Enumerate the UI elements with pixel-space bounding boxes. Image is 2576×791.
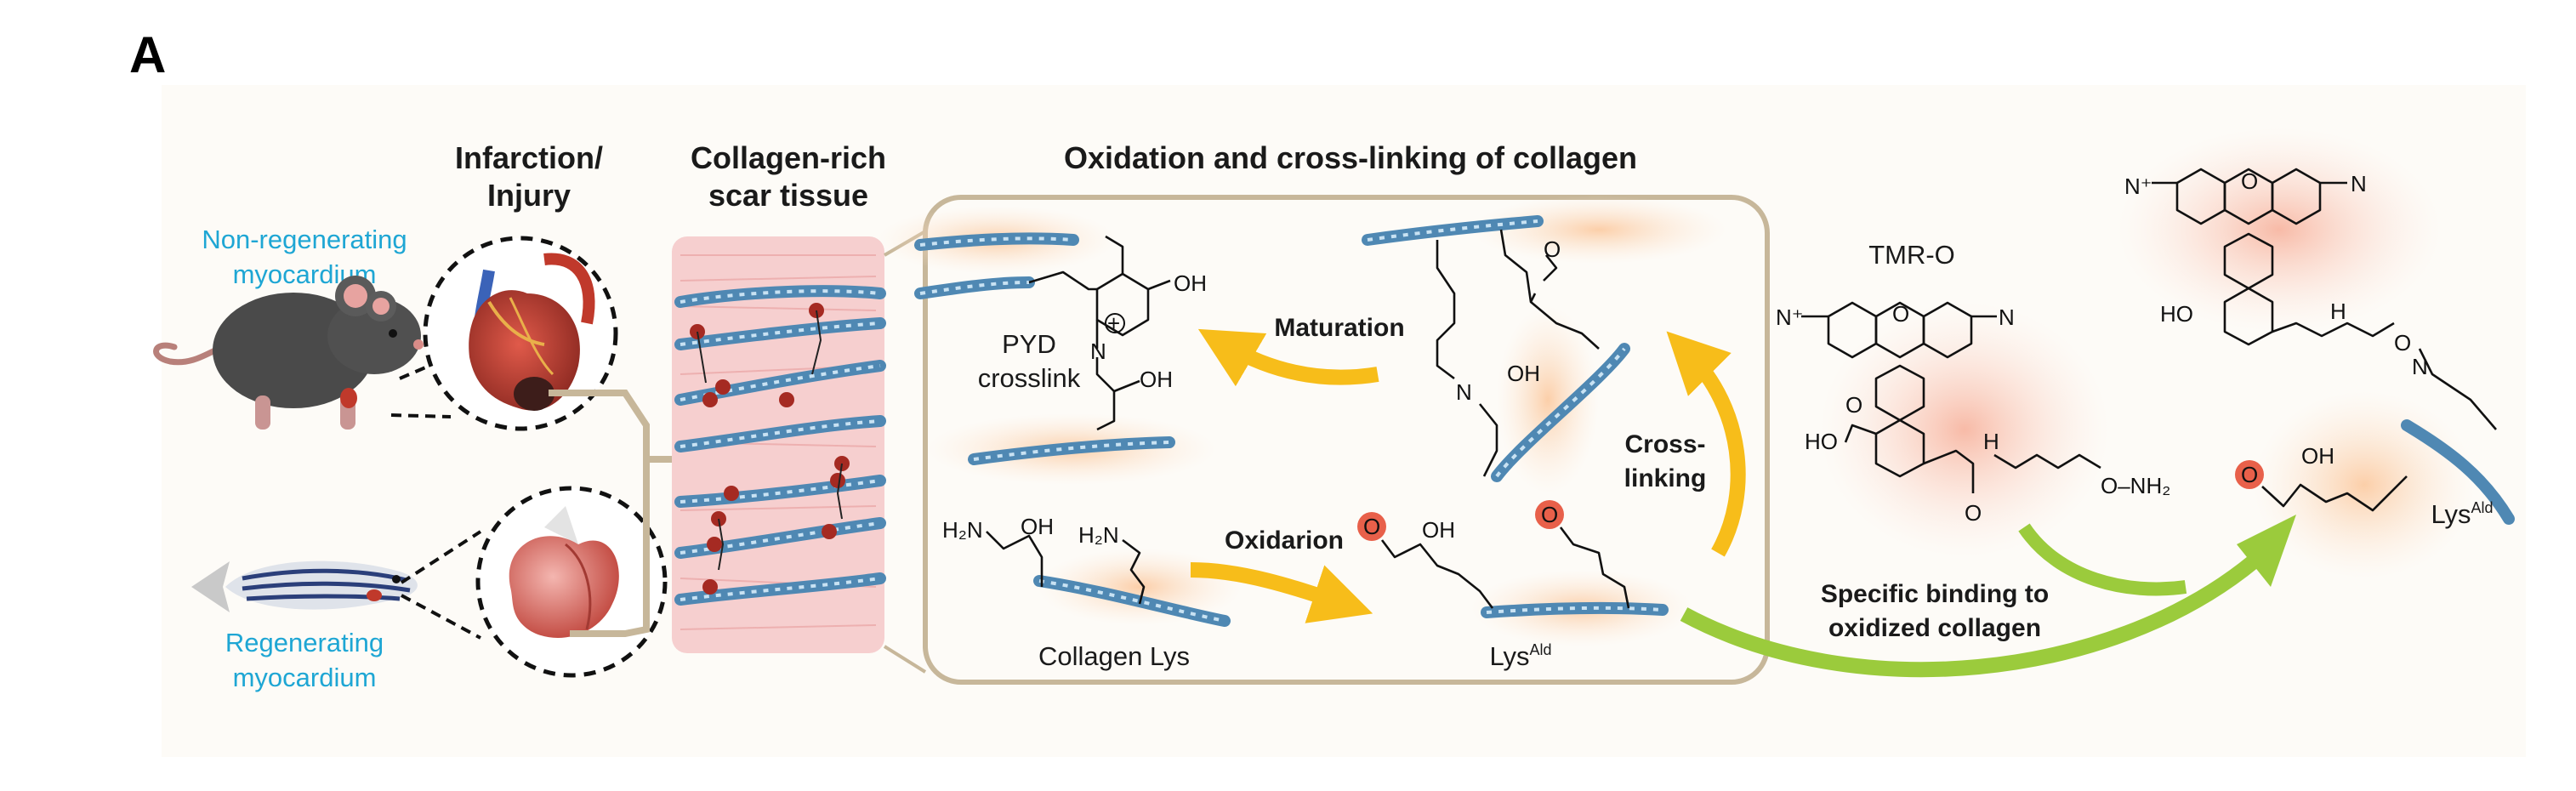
scar-title-line1: Collagen-rich bbox=[691, 140, 886, 175]
tmr-o2-atom: O bbox=[1845, 392, 1862, 418]
imine-n-atom: N bbox=[1456, 379, 1472, 405]
imine-o-atom: O bbox=[1544, 236, 1561, 262]
mouse-heart-icon bbox=[423, 236, 618, 431]
tmr-n-plus-atom: N⁺ bbox=[1776, 304, 1804, 330]
binding-arrow bbox=[1680, 555, 2259, 678]
binding-label-line1: Specific binding to bbox=[1821, 580, 2049, 608]
pyd-label-line2: crosslink bbox=[978, 363, 1081, 393]
ald2-o-atom: O bbox=[1541, 502, 1558, 527]
ald1-o-atom: O bbox=[1363, 514, 1380, 539]
bound-n-plus-atom: N⁺ bbox=[2124, 174, 2152, 199]
bound-lys-ald-structure: O OH bbox=[2235, 443, 2408, 512]
fish-label-line1: Regenerating bbox=[225, 628, 384, 657]
pyd-oh-atom: OH bbox=[1174, 270, 1207, 296]
pyd-oh2-atom: OH bbox=[1140, 367, 1173, 392]
tmr-to-binding-arrow bbox=[2018, 523, 2187, 596]
maturation-arrow bbox=[1197, 328, 1379, 387]
bound-ald-oh-atom: OH bbox=[2301, 443, 2334, 469]
mouse-icon bbox=[153, 276, 424, 430]
tmr-ho-atom: HO bbox=[1805, 429, 1838, 454]
tmr-o-bound-structure: N⁺ N O HO H O N bbox=[2124, 168, 2497, 430]
bound-o2-atom: O bbox=[2394, 330, 2411, 356]
scar-tissue-block bbox=[672, 236, 886, 653]
imine-oh-atom: OH bbox=[1507, 361, 1540, 386]
tmr-n-atom: N bbox=[1999, 304, 2015, 330]
bound-ald-o-atom: O bbox=[2241, 462, 2258, 487]
collagen-lys-structure: H₂N OH H₂N bbox=[942, 514, 1146, 605]
oxidation-label: Oxidarion bbox=[1225, 526, 1344, 555]
tmr-o-label: TMR-O bbox=[1868, 240, 1955, 270]
oxidation-title: Oxidation and cross-linking of collagen bbox=[1064, 140, 1637, 175]
infarction-title-line2: Injury bbox=[487, 178, 571, 213]
fish-label-line2: myocardium bbox=[233, 663, 377, 692]
zebrafish-heart-icon bbox=[475, 486, 668, 678]
crosslinking-arrow bbox=[1666, 331, 1746, 557]
heart-scar-connector bbox=[549, 390, 650, 637]
mouse-label-line1: Non-regenerating bbox=[202, 225, 407, 254]
pyd-label-line1: PYD bbox=[1002, 329, 1056, 359]
bound-lys-ald-label: LysAld bbox=[2431, 499, 2493, 529]
collagen-lys-label: Collagen Lys bbox=[1038, 641, 1190, 671]
scar-title-line2: scar tissue bbox=[708, 178, 868, 213]
bound-ho-atom: HO bbox=[2160, 301, 2193, 327]
imine-crosslink-structure: N OH O bbox=[1436, 229, 1600, 477]
lys2-h2n-atom: H₂N bbox=[1078, 522, 1119, 548]
tmr-o-structure: N⁺ N O HO O O H O–NH₂ bbox=[1776, 301, 2170, 526]
bound-n2-atom: N bbox=[2412, 354, 2428, 379]
pyd-crosslink-structure: OH N + OH bbox=[1028, 235, 1207, 431]
pyd-n-atom: N bbox=[1090, 339, 1106, 364]
binding-label-line2: oxidized collagen bbox=[1828, 614, 2041, 642]
oxidation-box bbox=[923, 195, 1770, 685]
panel-label: A bbox=[129, 26, 167, 83]
pyd-plus-atom: + bbox=[1107, 310, 1120, 336]
zebrafish-icon bbox=[191, 561, 418, 612]
bound-h-atom: H bbox=[2330, 299, 2346, 324]
crosslinking-label-line1: Cross- bbox=[1624, 430, 1705, 458]
tmr-o3-atom: O bbox=[1965, 500, 1982, 526]
maturation-label: Maturation bbox=[1274, 314, 1404, 342]
infarction-title-line1: Infarction/ bbox=[455, 140, 603, 175]
lys-ald-label: LysAld bbox=[1489, 641, 1551, 671]
bound-n-atom: N bbox=[2351, 171, 2367, 196]
lys1-oh-atom: OH bbox=[1021, 514, 1054, 539]
ald1-oh-atom: OH bbox=[1422, 517, 1455, 543]
oxidation-arrow bbox=[1190, 562, 1373, 623]
bound-o-atom: O bbox=[2241, 168, 2258, 194]
tmr-onh2-atom: O–NH₂ bbox=[2101, 473, 2170, 498]
crosslinking-label-line2: linking bbox=[1624, 464, 1707, 492]
lys1-h2n-atom: H₂N bbox=[942, 517, 983, 543]
lys-ald-structure: O OH O bbox=[1357, 500, 1630, 609]
tmr-h-atom: H bbox=[1983, 429, 1999, 454]
mouse-zoom-line bbox=[390, 413, 452, 418]
tmr-o-atom: O bbox=[1892, 301, 1909, 327]
